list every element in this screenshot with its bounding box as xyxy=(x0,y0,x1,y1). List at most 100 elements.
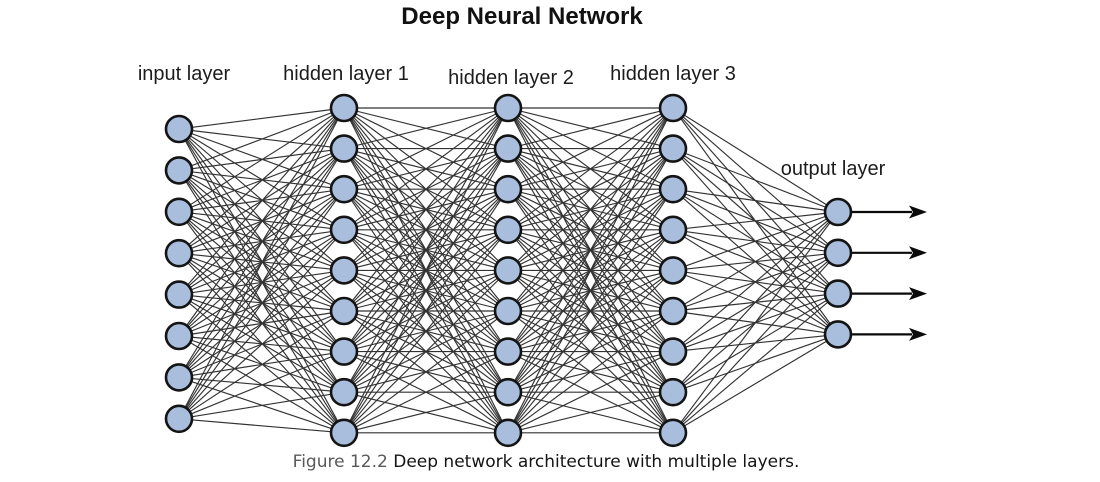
edge xyxy=(672,211,839,353)
neuron-hidden2 xyxy=(493,134,523,163)
edge xyxy=(507,148,674,434)
neuron-hidden3 xyxy=(658,296,688,326)
neuron-output xyxy=(823,238,853,268)
edge xyxy=(672,107,839,213)
edge xyxy=(507,107,674,150)
edge xyxy=(343,107,509,231)
neuron-output xyxy=(823,197,853,227)
edge xyxy=(343,107,509,434)
neuron-hidden3 xyxy=(658,337,688,366)
edge xyxy=(343,188,509,434)
neuron-hidden1 xyxy=(329,337,359,366)
neuron-input xyxy=(164,280,194,309)
neuron-input xyxy=(164,321,194,351)
neuron-input xyxy=(164,156,194,185)
edge xyxy=(178,107,345,130)
connection-edges xyxy=(178,107,839,434)
output-arrows xyxy=(851,205,927,341)
edge xyxy=(507,107,674,393)
edge xyxy=(343,351,509,434)
edge xyxy=(178,107,345,378)
edge xyxy=(507,107,674,231)
edge xyxy=(507,188,674,434)
neuron-hidden2 xyxy=(493,93,523,123)
neuron-hidden3 xyxy=(658,418,688,448)
neuron-nodes xyxy=(164,93,853,448)
neuron-hidden3 xyxy=(658,256,688,285)
edge xyxy=(672,211,839,271)
edge xyxy=(343,229,509,434)
neuron-hidden1 xyxy=(329,256,359,285)
edge xyxy=(343,107,509,271)
edge xyxy=(178,107,345,254)
neuron-hidden1 xyxy=(329,134,359,163)
edge xyxy=(178,351,345,420)
neuron-hidden2 xyxy=(493,215,523,245)
edge xyxy=(507,229,674,434)
edge xyxy=(672,148,839,213)
edge xyxy=(507,351,674,434)
edge xyxy=(507,269,674,434)
neuron-hidden1 xyxy=(329,174,359,204)
edge xyxy=(672,211,839,312)
edge xyxy=(178,310,345,420)
neuron-hidden3 xyxy=(658,93,688,123)
edge xyxy=(178,107,345,337)
output-arrow-head xyxy=(909,287,927,301)
edge xyxy=(507,107,674,434)
edge xyxy=(672,252,839,434)
edge xyxy=(672,211,839,231)
neuron-hidden3 xyxy=(658,215,688,245)
caption-description: Deep network architecture with multiple … xyxy=(393,452,800,472)
edge xyxy=(178,107,345,171)
edge xyxy=(343,107,509,150)
edge xyxy=(507,391,674,434)
edge xyxy=(507,107,674,352)
edge xyxy=(672,188,839,213)
neuron-hidden2 xyxy=(493,418,523,448)
edge xyxy=(672,333,839,434)
neuron-input xyxy=(164,197,194,227)
neuron-hidden2 xyxy=(493,296,523,326)
edge xyxy=(178,107,345,213)
neuron-hidden1 xyxy=(329,418,359,448)
label-hidden-layer-3: hidden layer 3 xyxy=(610,63,736,85)
edge xyxy=(507,107,674,190)
edge xyxy=(343,107,509,190)
label-hidden-layer-1: hidden layer 1 xyxy=(283,63,409,85)
edge xyxy=(178,391,345,420)
edge xyxy=(343,107,509,312)
edge xyxy=(178,107,345,295)
label-output-layer: output layer xyxy=(781,158,886,180)
figure-title: Deep Neural Network xyxy=(401,3,643,30)
neuron-output xyxy=(823,279,853,308)
edge xyxy=(672,293,839,434)
neuron-input xyxy=(164,238,194,268)
label-input-layer: input layer xyxy=(138,63,231,85)
figure-caption: Figure 12.2 Deep network architecture wi… xyxy=(293,452,800,472)
neuron-hidden3 xyxy=(658,134,688,163)
neuron-input xyxy=(164,404,194,434)
neuron-output xyxy=(823,320,853,349)
neuron-hidden2 xyxy=(493,256,523,285)
neuron-hidden2 xyxy=(493,174,523,204)
edge xyxy=(178,269,345,420)
edge xyxy=(507,107,674,312)
edge xyxy=(178,418,345,434)
caption-figure-number: Figure 12.2 xyxy=(292,452,388,472)
neuron-hidden1 xyxy=(329,215,359,245)
edge xyxy=(343,148,509,434)
output-arrow-head xyxy=(909,327,927,341)
label-hidden-layer-2: hidden layer 2 xyxy=(448,67,574,89)
edge xyxy=(343,107,509,393)
edge xyxy=(178,107,345,420)
edge xyxy=(507,107,674,271)
edge xyxy=(343,269,509,434)
edge xyxy=(343,310,509,434)
edge xyxy=(672,211,839,393)
output-arrow-head xyxy=(909,246,927,260)
neuron-hidden2 xyxy=(493,337,523,366)
neuron-hidden3 xyxy=(658,377,688,407)
